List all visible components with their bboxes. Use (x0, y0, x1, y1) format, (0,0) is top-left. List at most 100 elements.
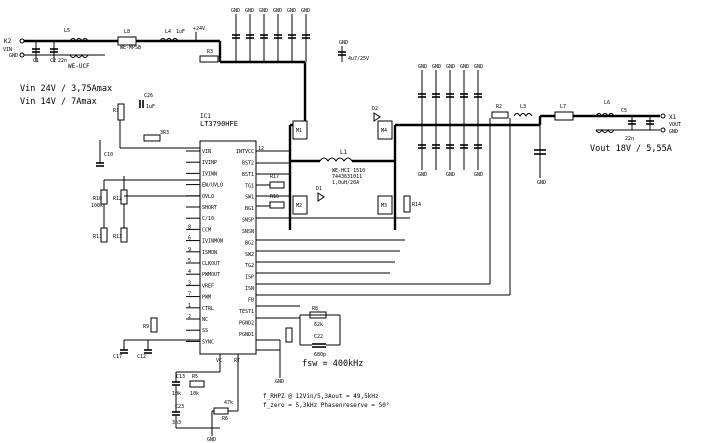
ic-pin-label: IVINN (202, 171, 217, 177)
svg-text:M2: M2 (296, 203, 302, 209)
l6-label: L6 (604, 100, 610, 106)
c13-cap: C13 10k (172, 374, 185, 397)
l1-type: WE-HCI 1510 (332, 168, 365, 174)
l1-rating: 1,0uH/20A (332, 180, 359, 186)
c23-label: C23 (175, 404, 184, 410)
c22-cap: C22 680p (312, 334, 326, 358)
r12-label: R12 (113, 196, 122, 202)
c25-cap: GND 4u7/25V (338, 40, 369, 62)
ic-pin-number: 2 (188, 314, 191, 320)
l1-ref: L1 (340, 149, 348, 156)
r10-resistor: R10 100k (91, 189, 108, 209)
c17-label: C17 (113, 354, 122, 360)
ic-pin-label: TG1 (245, 183, 254, 189)
ic-pin-number: 6 (188, 236, 191, 242)
ic-pin-number: 12 (258, 146, 264, 152)
ic-pin-number: 1 (188, 303, 191, 309)
l1-inductor: L1 WE-HCI 1510 7443631011 1,0uH/20A (319, 149, 365, 186)
r6-value: 47k (224, 400, 233, 406)
svg-text:GND: GND (418, 64, 427, 70)
r5-label: R5 (192, 374, 198, 380)
ic-pin-label: SYNC (202, 339, 214, 345)
l3-inductor: L3 (513, 104, 533, 117)
c26-label: C26 (144, 93, 153, 99)
plus24v-net: +24V (193, 26, 205, 41)
c26-cap: C26 1uF (139, 93, 155, 110)
c13-value: 10k (172, 391, 181, 397)
r13-label: R13 (113, 234, 122, 240)
input-terminal-vin: VIN (3, 47, 12, 53)
r8-value: 62k (314, 322, 323, 328)
svg-text:M3: M3 (381, 203, 387, 209)
svg-text:GND: GND (446, 172, 455, 178)
ic-pin-label: FB (248, 298, 254, 304)
c2-label: C2 (50, 58, 56, 64)
r11-resistor: R11 (93, 227, 108, 243)
r13-resistor: R13 (113, 227, 128, 243)
ic-pin-label: CTRL (202, 306, 214, 312)
l7-inductor: L7 (554, 104, 574, 121)
c-input-22n: 22n (58, 58, 67, 64)
ic-pin-label: SNSP (242, 218, 254, 224)
svg-text:GND: GND (474, 172, 483, 178)
input-connector: K2 VIN GND (3, 38, 25, 59)
svg-text:GND: GND (273, 8, 282, 14)
svg-text:D1: D1 (316, 186, 322, 192)
svg-text:GND: GND (537, 180, 546, 186)
svg-text:GND: GND (287, 8, 296, 14)
output-connector-ref: X1 (669, 114, 677, 121)
r12-resistor: R12 (113, 189, 128, 205)
r3-resistor: R3 (199, 49, 219, 63)
mosfet-m2: M2 (292, 195, 308, 215)
input-note-24v: Vin 24V / 3,75Amax (20, 84, 112, 94)
c22-value: 680p (314, 352, 326, 358)
ic-pin-label: BST1 (242, 172, 254, 178)
ic-pin-number: 8 (188, 224, 191, 230)
svg-text:GND: GND (301, 8, 310, 14)
ic-pin-label: BG1 (245, 206, 254, 212)
r2-label: R2 (496, 104, 502, 110)
l5-type: WE-UCF (68, 63, 90, 70)
rhpz-note: f_RHPZ @ 12Vin/5,3Aout = 49,5kHz (263, 393, 379, 400)
svg-text:GND: GND (207, 437, 216, 443)
c25-value: 4u7/25V (348, 56, 369, 62)
c13-label: C13 (176, 374, 185, 380)
svg-text:GND: GND (432, 64, 441, 70)
svg-text:GND: GND (474, 64, 483, 70)
ic-pin-label: SNSN (242, 229, 254, 235)
r10-label: R10 (93, 196, 102, 202)
mosfet-m4: M4 (377, 120, 393, 140)
ic-pin-label: TEST1 (239, 309, 254, 315)
output-cap-bank: GND GND GND GND GND (418, 64, 483, 125)
ic-pin-label: SHORT (202, 205, 217, 211)
svg-text:D2: D2 (372, 106, 378, 112)
r11-label: R11 (93, 234, 102, 240)
c12-label: C12 (137, 354, 146, 360)
ic-pin-label: PWM (202, 295, 211, 301)
svg-text:GND: GND (259, 8, 268, 14)
r12-sense: 3R3 (143, 130, 169, 142)
ic-pin-label: EN/UVLO (202, 183, 223, 189)
c23-cap: C23 3n3 (172, 404, 184, 426)
ic-pin-label: SS (202, 328, 208, 334)
svg-text:GND: GND (460, 64, 469, 70)
ic-pin-label: NC (202, 317, 208, 323)
ic-pin-label: ISMON (202, 250, 217, 256)
ic-pin-label: VIN (202, 149, 211, 155)
r8-resistor: R8 62k (309, 306, 327, 328)
top-cap-bank: GND GND GND GND GND GND (231, 8, 310, 62)
ic-pin-number: 4 (188, 269, 191, 275)
r8-label: R8 (312, 306, 318, 312)
r1-resistor: R1 (113, 103, 125, 121)
l6-choke: L6 (595, 100, 615, 133)
output-cap-bank-lower: GND GND GND (418, 125, 483, 178)
output-note: Vout 18V / 5,55A (590, 144, 672, 154)
r18-resistor (285, 327, 293, 343)
diode-d2: D2 (372, 106, 381, 122)
input-note-14v: Vin 14V / 7Amax (20, 97, 97, 107)
svg-text:M4: M4 (381, 128, 387, 134)
output-terminal-vout: VOUT (669, 122, 681, 128)
c5-label: C5 (621, 108, 627, 114)
ic-pin-label: BG2 (245, 240, 254, 246)
input-terminal-gnd: GND (9, 53, 18, 59)
